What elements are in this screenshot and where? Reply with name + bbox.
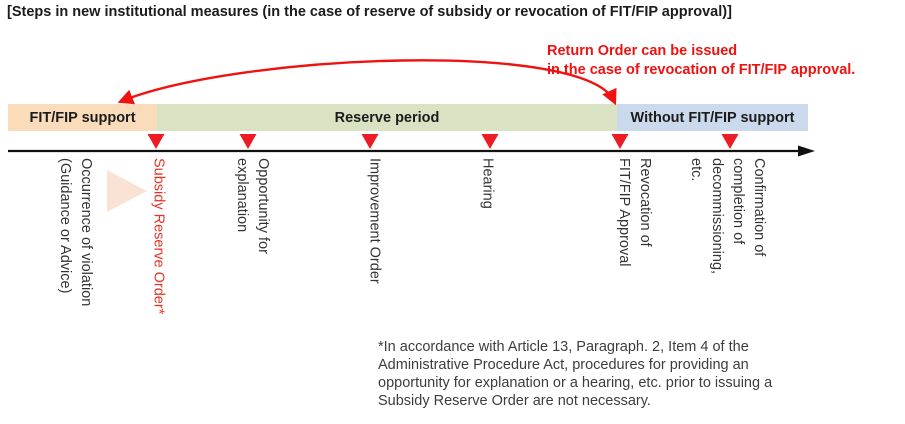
phase-label-fit-fip-support: FIT/FIP support: [29, 109, 136, 126]
timeline-marker-icon: [239, 134, 257, 149]
timeline-axis-arrowhead-icon: [798, 145, 815, 157]
footnote: *In accordance with Article 13, Paragrap…: [378, 339, 773, 410]
return-order-annotation: Return Order can be issued in the case o…: [547, 42, 855, 80]
phase-segment-0: FIT/FIP support: [8, 104, 157, 131]
annotation-line-2: in the case of revocation of FIT/FIP app…: [547, 61, 856, 78]
event-label-subsidy-reserve-order: Subsidy Reserve Order*: [150, 158, 167, 315]
phase-segment-1: Reserve period: [157, 104, 617, 131]
timeline-marker-icon: [611, 134, 629, 149]
phase-label-without-fit-fip-support: Without FIT/FIP support: [630, 109, 795, 126]
event-label-occurrence-of-violation: Occurrence of violation (Guidance or Adv…: [57, 158, 95, 307]
timeline-marker-icon: [361, 134, 379, 149]
event-label-confirmation-of-decommissioning: Confirmation of completion of decommissi…: [687, 158, 768, 275]
annotation-line-1: Return Order can be issued: [547, 43, 738, 59]
return-order-curved-arrow-icon: [117, 59, 617, 106]
stage-pointer-icon: [107, 170, 147, 212]
diagram-title: [Steps in new institutional measures (in…: [7, 4, 732, 20]
event-label-opportunity-for-explanation: Opportunity for explanation: [234, 158, 272, 254]
event-label-hearing: Hearing: [479, 158, 496, 209]
timeline-marker-icon: [481, 134, 499, 149]
timeline-marker-icon: [721, 134, 739, 149]
event-label-revocation-of-approval: Revocation of FIT/FIP Approval: [616, 158, 654, 267]
phase-segment-2: Without FIT/FIP support: [617, 104, 808, 131]
phase-bar: FIT/FIP support Reserve period Without F…: [8, 104, 808, 131]
event-label-improvement-order: Improvement Order: [366, 158, 383, 284]
timeline-marker-icon: [147, 134, 165, 149]
phase-label-reserve-period: Reserve period: [334, 109, 440, 126]
